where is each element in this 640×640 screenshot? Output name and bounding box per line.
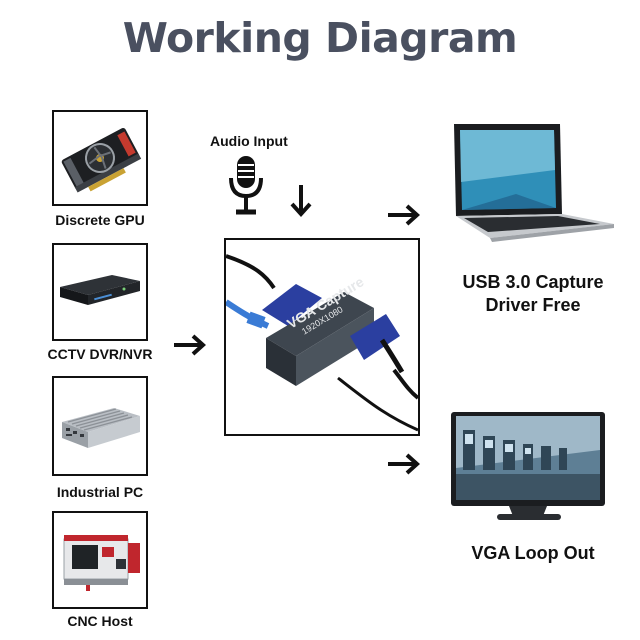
source-label-industrial-pc: Industrial PC — [56, 484, 144, 500]
audio-input-label: Audio Input — [210, 133, 288, 149]
laptop-label-line1: USB 3.0 Capture — [462, 272, 604, 292]
arrow-right-icon — [388, 453, 420, 475]
dvr-image — [52, 243, 148, 341]
arrow-right-icon — [174, 334, 206, 356]
cnc-image — [52, 511, 148, 609]
page-title: Working Diagram — [122, 14, 518, 62]
source-label-dvr: CCTV DVR/NVR — [47, 346, 153, 362]
monitor-icon — [451, 412, 605, 520]
industrial-pc-image — [52, 376, 148, 476]
graphics-card-icon — [61, 128, 142, 193]
gpu-image — [52, 110, 148, 206]
industrial-pc-icon — [62, 408, 140, 448]
vga-capture-device-icon — [226, 254, 418, 432]
vga-capture-device-panel: VGA Capture 1920X1080 — [224, 238, 420, 436]
arrow-down-icon — [290, 185, 312, 217]
source-label-gpu: Discrete GPU — [55, 212, 145, 228]
laptop-label-line2: Driver Free — [485, 295, 581, 315]
arrow-right-icon — [388, 204, 420, 226]
laptop-icon — [454, 124, 614, 242]
monitor-label: VGA Loop Out — [471, 543, 595, 563]
dvr-recorder-icon — [60, 275, 140, 305]
cnc-machine-icon — [63, 535, 140, 591]
microphone-icon — [229, 156, 263, 215]
source-label-cnc: CNC Host — [67, 613, 133, 629]
